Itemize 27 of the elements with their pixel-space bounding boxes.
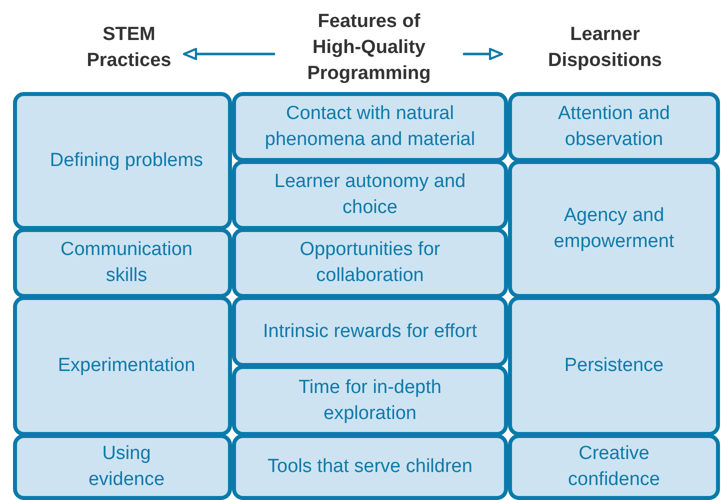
box-text: Agency and empowerment bbox=[552, 204, 676, 254]
column-heading: Learner Dispositions bbox=[546, 23, 663, 73]
box-text: Creative confidence bbox=[567, 442, 661, 492]
feature-box bbox=[13, 92, 232, 230]
box-text: Communication skills bbox=[60, 238, 194, 288]
column-heading: STEM Practices bbox=[86, 23, 172, 73]
feature-box bbox=[13, 434, 232, 500]
feature-box bbox=[508, 160, 720, 298]
box-text: Tools that serve children bbox=[268, 455, 472, 479]
arrow bbox=[182, 48, 275, 60]
box-text: Experimentation bbox=[58, 354, 196, 378]
box-text: Defining problems bbox=[50, 149, 204, 173]
feature-box bbox=[508, 296, 720, 436]
box-text: Contact with natural phenomena and material bbox=[264, 102, 476, 152]
box-text: Intrinsic rewards for effort bbox=[262, 320, 477, 344]
feature-box bbox=[13, 228, 232, 298]
feature-box bbox=[508, 92, 720, 162]
feature-box bbox=[508, 434, 720, 500]
column-heading: Features of High-Quality Programming bbox=[306, 10, 432, 86]
box-text: Time for in-depth exploration bbox=[298, 376, 442, 426]
box-text: Opportunities for collaboration bbox=[298, 238, 442, 288]
feature-box bbox=[13, 296, 232, 436]
box-text: Persistence bbox=[564, 354, 664, 378]
arrow bbox=[463, 48, 504, 60]
box-text: Attention and observation bbox=[557, 102, 671, 152]
box-text: Using evidence bbox=[87, 442, 166, 492]
box-text: Learner autonomy and choice bbox=[273, 170, 467, 220]
